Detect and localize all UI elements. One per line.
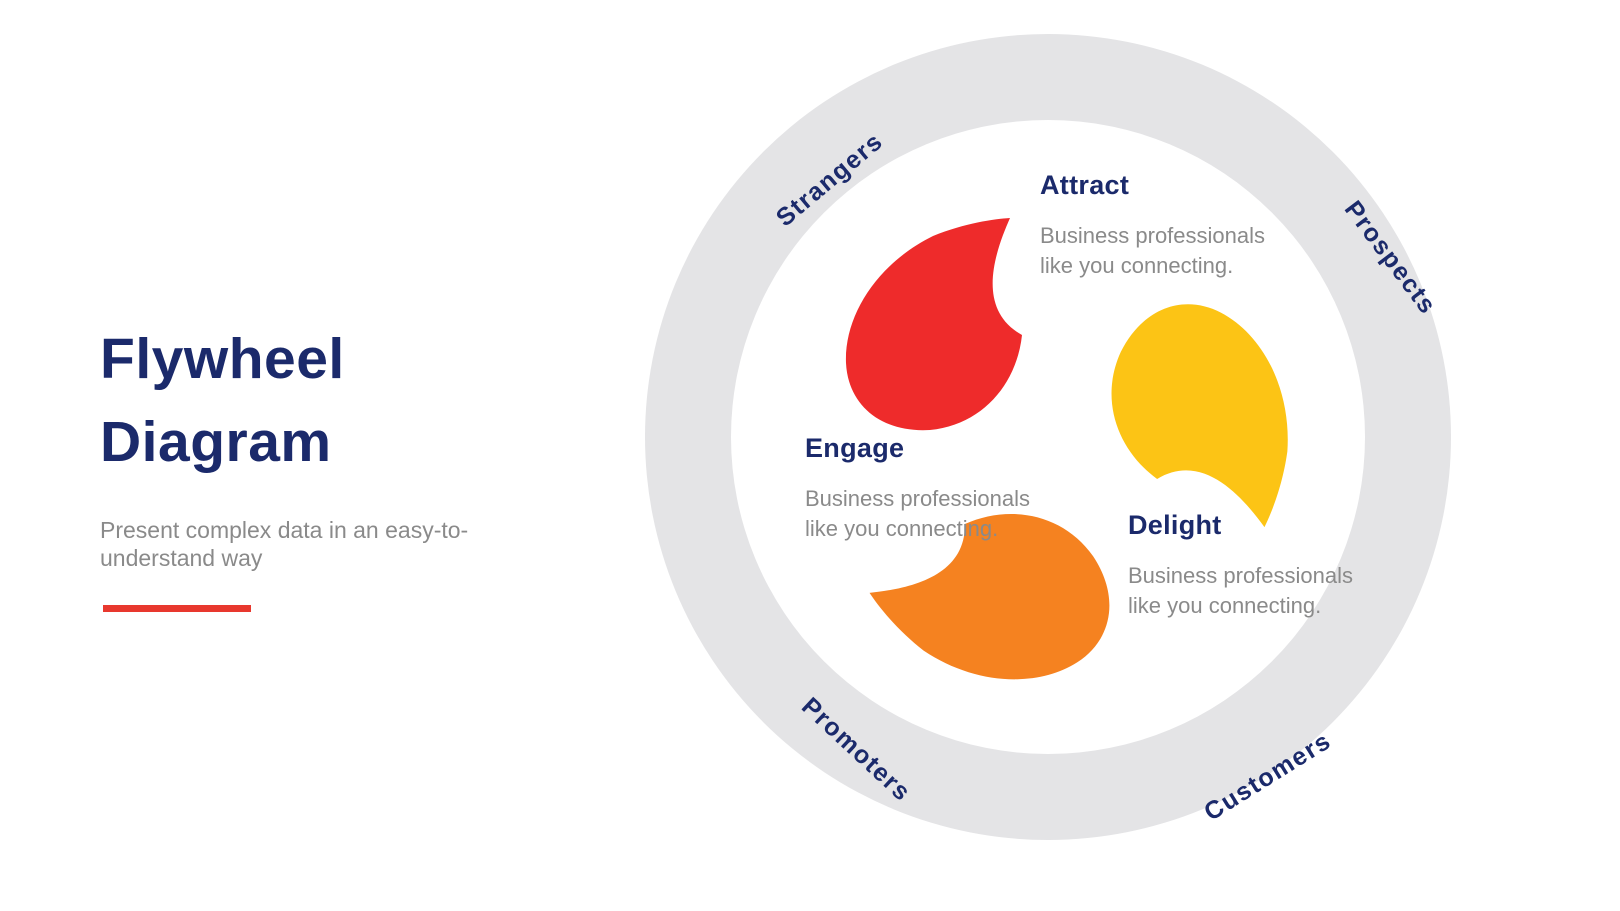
stage-delight-title: Delight: [1128, 510, 1222, 540]
stage-delight-description: Business professionals like you connecti…: [1128, 563, 1354, 618]
flywheel-svg: [645, 34, 1451, 840]
stage-engage-description: Business professionals like you connecti…: [805, 486, 1031, 541]
stage-attract: Attract Business professionals like you …: [1040, 170, 1292, 281]
accent-underline: [103, 605, 251, 612]
flywheel-diagram: [645, 34, 1451, 840]
stage-attract-description: Business professionals like you connecti…: [1040, 223, 1266, 278]
stage-engage: Engage Business professionals like you c…: [805, 433, 1057, 544]
stage-engage-title: Engage: [805, 433, 905, 463]
intro-panel: Flywheel Diagram Present complex data in…: [100, 318, 530, 612]
stage-attract-title: Attract: [1040, 170, 1130, 200]
page-subtitle: Present complex data in an easy-to-under…: [100, 517, 469, 571]
page-title: Flywheel Diagram: [100, 327, 345, 474]
stage-delight: Delight Business professionals like you …: [1128, 510, 1380, 621]
